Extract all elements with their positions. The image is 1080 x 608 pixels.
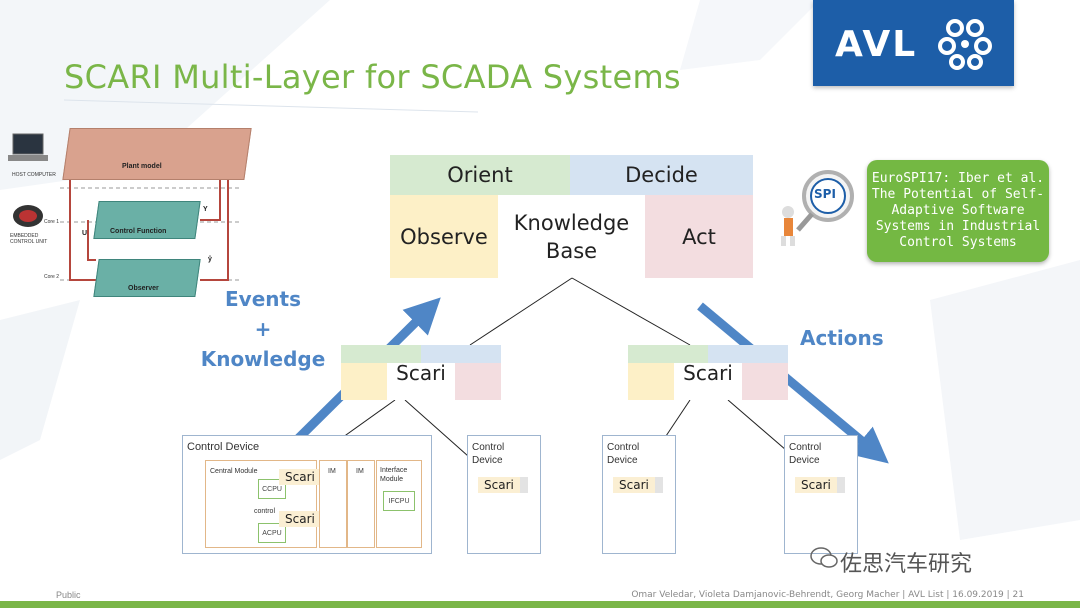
control-device-title: Control Device	[187, 441, 260, 453]
scari-label: Scari	[396, 361, 446, 385]
yhat-label: ŷ	[208, 256, 212, 263]
reference-line3: Adaptive Software	[891, 203, 1025, 218]
ifcpu-box: IFCPU	[383, 491, 415, 511]
scari-block-left: Scari	[341, 345, 501, 400]
kb-line2: Base	[545, 238, 598, 263]
actions-label: Actions	[800, 326, 884, 350]
kb-line1: Knowledge	[513, 210, 630, 235]
control-device-main: Control Device Central Module CCPU contr…	[182, 435, 432, 554]
scari-tag: Scari	[613, 477, 663, 493]
reference-line1: EuroSPI17: Iber et al.	[871, 171, 1045, 186]
ecu-label-2: CONTROL UNIT	[10, 239, 48, 245]
core2-label: Core 2	[44, 274, 60, 280]
scari-block-right: Scari	[628, 345, 788, 400]
reference-line4: Systems in Industrial	[875, 219, 1041, 234]
knowledge-base-cell: Knowledge Base	[498, 195, 645, 278]
events-knowledge-label: Events + Knowledge	[200, 284, 326, 374]
footer-credits: Omar Veledar, Violeta Damjanovic-Behrend…	[631, 590, 1024, 600]
spi-magnifier-icon	[781, 170, 854, 246]
interface-module: Interface Module IFCPU	[376, 460, 422, 548]
laptop-icon	[8, 133, 48, 161]
central-module-label: Central Module	[210, 468, 258, 475]
avl-logo: AVL	[813, 0, 1014, 86]
scari-tag: Scari	[795, 477, 845, 493]
host-computer-label: HOST COMPUTER	[12, 172, 56, 178]
reference-line2: The Potential of Self-	[871, 187, 1045, 202]
spi-badge: SPI	[814, 187, 836, 201]
plant-model-label: Plant model	[122, 163, 162, 170]
avl-logo-icon	[938, 19, 992, 70]
page-title: SCARI Multi-Layer for SCADA Systems	[64, 58, 681, 96]
knowledge-label: Knowledge	[200, 347, 326, 371]
observe-cell: Observe	[390, 195, 498, 278]
interface-label-1: Interface	[380, 467, 408, 474]
u-label: U	[82, 230, 88, 237]
control-function-label: Control Function	[110, 228, 167, 235]
footer-classification: Public	[56, 590, 81, 600]
ecu-label-1: EMBEDDED	[10, 233, 39, 239]
footer-bar	[0, 601, 1080, 608]
decide-cell: Decide	[570, 155, 753, 195]
wechat-icon	[810, 547, 838, 568]
ooda-knowledge-block: Orient Decide Observe Knowledge Base Act	[390, 155, 753, 278]
watermark: 佐思汽车研究	[840, 552, 973, 577]
acpu-box: ACPU	[258, 523, 286, 543]
logo-text: AVL	[835, 24, 918, 65]
control-label: control	[254, 508, 276, 515]
im-module-2: IM	[347, 460, 375, 548]
core1-label: Core 1	[44, 219, 60, 225]
im-module-1: IM	[319, 460, 347, 548]
im-label: IM	[328, 468, 336, 475]
orient-cell: Orient	[390, 155, 570, 195]
ecu-icon	[13, 205, 43, 227]
observer-label: Observer	[128, 285, 159, 292]
y-label: Y	[203, 206, 208, 213]
plant-diagram-lines	[60, 178, 240, 281]
scari-label: Scari	[683, 361, 733, 385]
act-cell: Act	[645, 195, 753, 278]
reference-line5: Control Systems	[899, 235, 1017, 250]
interface-label-2: Module	[380, 476, 403, 483]
scari-tag: Scari	[478, 477, 528, 493]
events-label: Events	[225, 287, 301, 311]
reference-box: EuroSPI17: Iber et al. The Potential of …	[867, 160, 1049, 262]
im-label: IM	[356, 468, 364, 475]
plus-label: +	[254, 317, 272, 341]
